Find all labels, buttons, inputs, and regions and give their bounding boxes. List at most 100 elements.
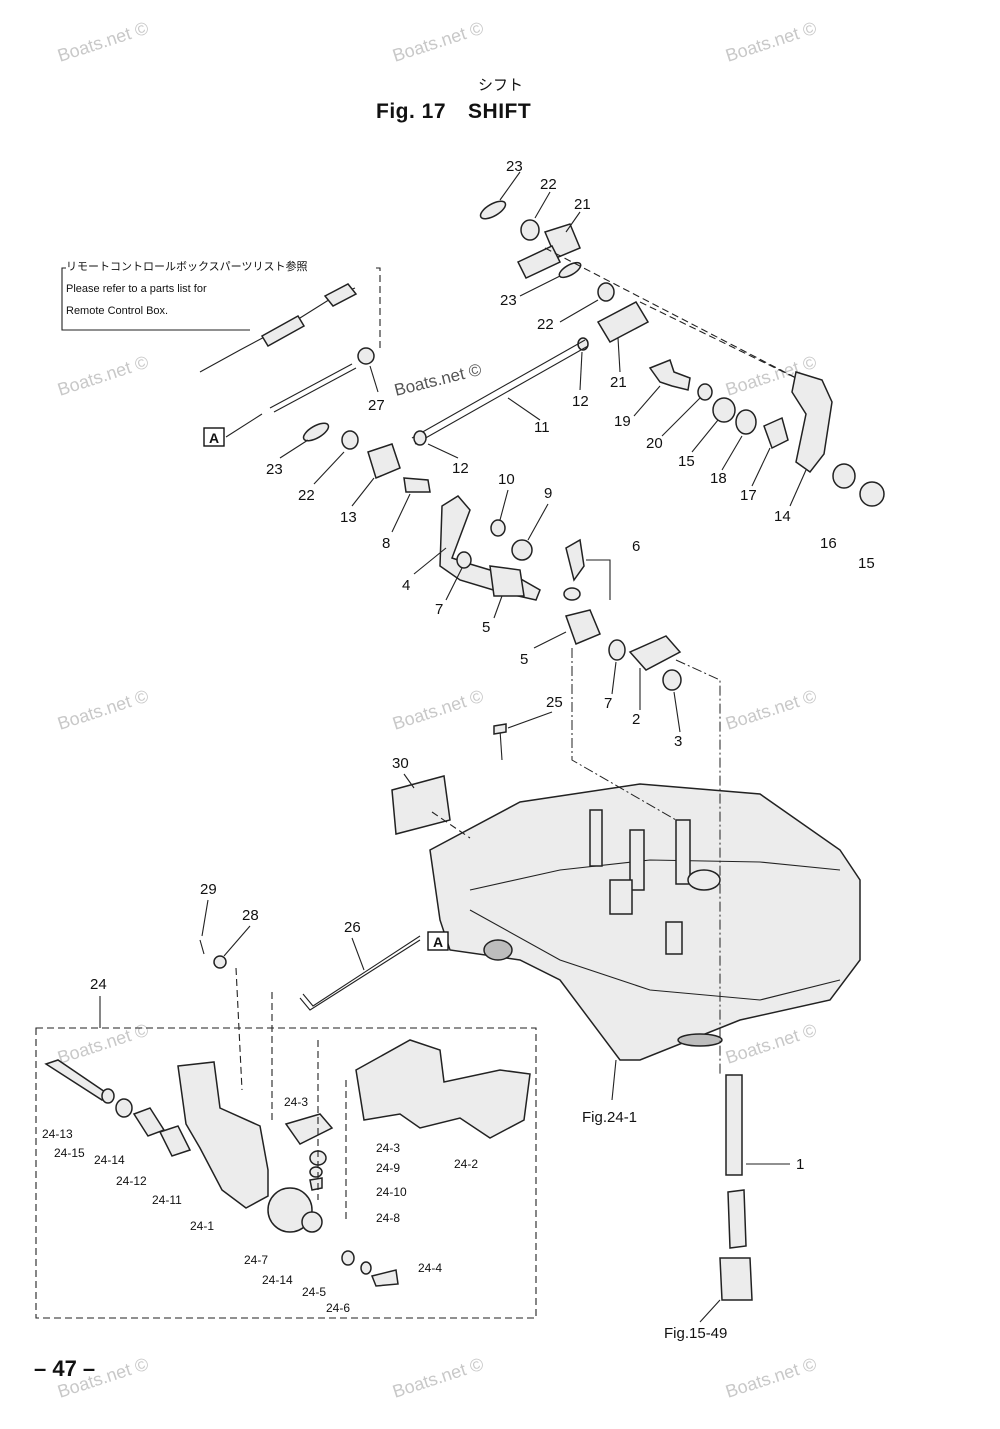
washer-28 [213,955,227,969]
rod-11 [411,339,586,439]
note-bracket-line [61,267,250,331]
leader [351,477,375,507]
assembly-24-parts [44,1039,531,1287]
washer-15a [712,397,736,423]
cowl-block [665,921,683,955]
part-label: 26 [344,919,361,936]
bolt-25-head [493,723,507,735]
bolt-19 [648,359,691,391]
pin-8 [403,477,431,493]
part-label: 24-8 [376,1211,400,1225]
part-label: 11 [534,419,550,436]
coupler [719,1257,753,1301]
washer-10 [490,519,506,537]
cowl-slot [677,1033,723,1047]
leader [565,211,581,233]
part-label: 24-14 [94,1153,125,1167]
part-label: 24-5 [302,1285,326,1299]
cowl-post [675,819,691,885]
part-label: 25 [546,694,563,711]
leader [617,337,621,373]
clip-23b [558,261,582,279]
cover-24-2 [355,1039,531,1139]
part-label: 24-3 [284,1095,308,1109]
shift-rod [611,1059,790,1323]
cowl-rim [469,859,841,891]
bush-17 [763,416,789,450]
leader [351,937,365,971]
washer-22b [597,282,615,302]
note-japanese: リモートコントロールボックスパーツリスト参照 [66,261,308,273]
nut-27 [357,347,375,365]
bracket-24-1 [177,1061,269,1209]
rod-26-b [302,935,421,1007]
part-label: 19 [614,413,631,430]
watermark: Boats.net © [55,1020,151,1068]
cowl-block [609,879,633,915]
part-label: 24-10 [376,1185,407,1199]
figure-reference: Fig.15-49 [664,1325,727,1342]
watermark: Boats.net © [390,686,486,734]
washer-15b [859,481,885,507]
leader [427,443,459,459]
part-label: 10 [498,471,515,488]
note-leader [376,267,381,350]
clevis-5b [565,609,601,645]
bottom-cowl [391,648,861,1075]
marker-a-leader [225,413,263,438]
dash-link [571,648,677,821]
part-label: 13 [340,509,357,526]
part-label: 20 [646,435,663,452]
figure-number: Fig. 17 [376,100,447,123]
part-label-layer: 23 22 21 23 22 21 27 12 11 12 19 20 15 1… [42,158,875,1342]
cable-sleeve [260,314,306,348]
nut-24-6 [360,1261,372,1275]
rod-26 [299,939,421,1011]
leader [519,275,561,297]
clip-23c [302,422,330,442]
part-label: 23 [500,292,517,309]
leader [499,489,509,521]
cowl-hole [483,939,513,961]
leader [691,419,719,453]
leader [403,773,415,789]
leader [223,925,251,957]
part-label: 24-15 [54,1146,85,1160]
washer-7b [608,639,626,661]
part-label: 18 [710,470,727,487]
title-japanese: シフト [478,77,524,94]
note-line-2: Remote Control Box. [66,305,169,317]
part-label: 23 [266,461,283,478]
watermark: Boats.net © [723,18,819,66]
washer-20 [697,383,713,401]
middle-linkage [302,422,682,691]
cable-rod-2 [273,367,357,413]
part-label: 7 [604,695,612,712]
dash-28 [235,967,243,1091]
bush-24-11 [158,1125,192,1157]
part-label: 24-13 [42,1127,73,1141]
leader [527,503,549,541]
leader [661,397,701,437]
bolt-24-4 [370,1269,399,1287]
part-label: 29 [200,881,217,898]
marker-a: A [209,430,219,446]
watermark: Boats.net © [723,1354,819,1402]
cowl-rib [589,809,603,867]
part-label: 22 [537,316,554,333]
leader [201,899,209,937]
part-label: 5 [520,651,528,668]
part-label: 24-12 [116,1174,147,1188]
leader [579,351,583,391]
washer-24-14a [115,1098,133,1118]
plate-2 [628,635,682,671]
leader [534,191,551,219]
leader [391,493,411,533]
watermark: Boats.net © [55,352,151,400]
watermark: Boats.net © [55,686,151,734]
label-30 [391,775,451,835]
part-label: 30 [392,755,409,772]
marker-box-a [203,427,225,447]
